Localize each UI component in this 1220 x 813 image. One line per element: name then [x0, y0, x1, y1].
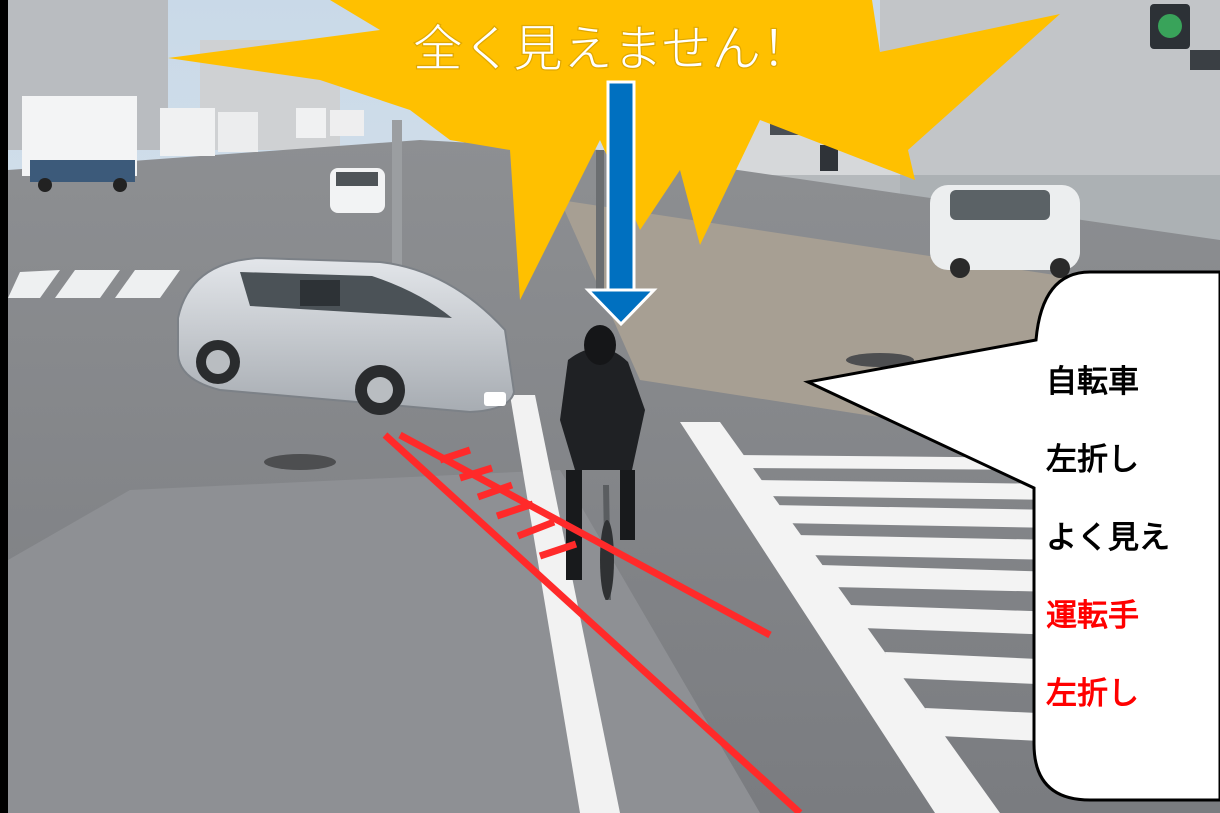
callout-line-1: 自転車	[1046, 364, 1139, 400]
car-icon	[177, 256, 516, 415]
burst-text: 全く見えません！	[413, 20, 812, 78]
speech-bubble: 自転車 左折し よく見え 運転手 左折し	[803, 270, 1220, 802]
callout-line-4: 運転手	[1046, 598, 1139, 634]
parked-car	[930, 185, 1080, 278]
callout-line-5: 左折し	[1046, 676, 1139, 712]
down-arrow-icon	[584, 80, 658, 327]
traffic-signal-icon	[1150, 4, 1220, 70]
cyclist-icon	[560, 325, 645, 601]
car-path-lines	[382, 431, 803, 813]
distant-car	[330, 168, 385, 213]
callout-line-3: よく見え	[1046, 520, 1170, 556]
callout-line-2: 左折し	[1046, 442, 1139, 478]
truck-icon	[22, 96, 364, 192]
